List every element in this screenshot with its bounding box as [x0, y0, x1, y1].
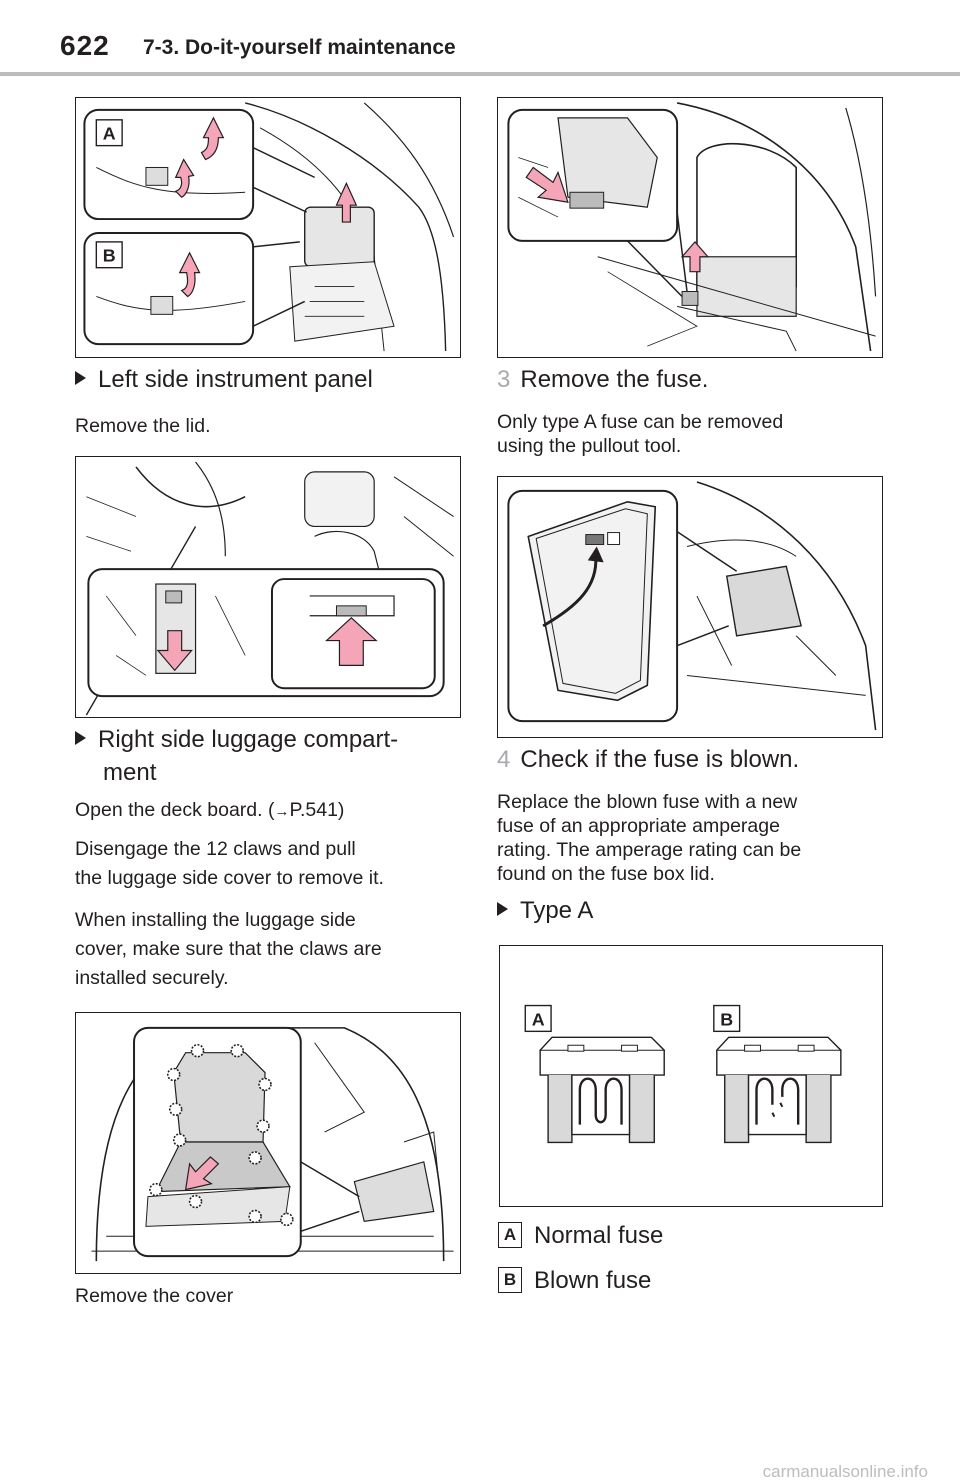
arrow-right-icon: →: [274, 803, 290, 820]
heading-text: Left side instrument panel: [98, 366, 373, 393]
instrument-panel-illustration: [75, 456, 461, 718]
triangle-bullet-icon: [75, 731, 86, 745]
text-line: installed securely.: [75, 967, 229, 989]
step-4-note: Replace the blown fuse with a new fuse o…: [497, 790, 801, 886]
step-text: Remove the fuse.: [520, 366, 709, 393]
step-number: 3: [497, 366, 511, 393]
triangle-bullet-icon: [497, 902, 508, 916]
blown-fuse-icon: [715, 1036, 843, 1144]
triangle-bullet-icon: [75, 371, 86, 385]
text-line: fuse of an appropriate amperage: [497, 815, 780, 837]
legend-key-b: B: [498, 1267, 522, 1293]
heading-text: Type A: [520, 897, 594, 924]
pullout-tool-illustration: [497, 476, 883, 738]
disengage-claws-text: Disengage the 12 claws and pull the lugg…: [75, 835, 384, 893]
text-line: found on the fuse box lid.: [497, 863, 715, 885]
caption-remove-cover: Remove the cover: [75, 1285, 234, 1307]
legend-key-a: A: [498, 1222, 522, 1248]
luggage-cover-illustration: [75, 1012, 461, 1274]
step-3-note: Only type A fuse can be removed using th…: [497, 410, 783, 458]
text-line: Replace the blown fuse with a new: [497, 791, 798, 813]
callout-label-a: A: [103, 124, 116, 144]
legend-blown-fuse: B Blown fuse: [498, 1267, 651, 1295]
remove-lid-text: Remove the lid.: [75, 415, 211, 437]
luggage-fuse-box-illustration: [497, 97, 883, 358]
normal-fuse-icon: [539, 1036, 666, 1144]
heading-right-luggage-cont: ment: [103, 759, 157, 786]
heading-text: Right side luggage compart-: [98, 726, 399, 753]
text-line: the luggage side cover to remove it.: [75, 867, 384, 889]
text-line: When installing the luggage side: [75, 909, 356, 931]
open-deck-prefix: Open the deck board. (: [75, 799, 275, 821]
text-line: cover, make sure that the claws are: [75, 938, 382, 960]
step-text: Check if the fuse is blown.: [520, 746, 800, 773]
section-title: 7-3. Do-it-yourself maintenance: [143, 36, 456, 59]
text-line: rating. The amperage rating can be: [497, 839, 802, 861]
text-line: Only type A fuse can be removed: [497, 411, 784, 433]
heading-left-instrument-panel: Left side instrument panel: [75, 364, 373, 396]
page-reference-link[interactable]: P.541): [289, 799, 345, 821]
callout-label-b: B: [103, 246, 116, 266]
fuse-box-location-illustration: A B: [75, 97, 461, 358]
text-line: using the pullout tool.: [497, 435, 682, 457]
heading-type-a: Type A: [497, 895, 593, 927]
step-4: 4 Check if the fuse is blown.: [497, 744, 799, 776]
open-deck-board-text: Open the deck board. (→P.541): [75, 798, 344, 824]
type-a-fuse-illustration: A B: [499, 945, 883, 1207]
page-number: 622: [60, 30, 110, 61]
fuse-label-a: A: [532, 1009, 545, 1029]
heading-right-luggage: Right side luggage compart-: [75, 724, 398, 756]
watermark: carmanualsonline.info: [762, 1462, 928, 1481]
step-3: 3 Remove the fuse.: [497, 364, 708, 396]
legend-normal-fuse: A Normal fuse: [498, 1222, 663, 1250]
step-number: 4: [497, 746, 511, 773]
legend-text: Normal fuse: [534, 1222, 664, 1249]
legend-text: Blown fuse: [534, 1267, 652, 1294]
text-line: Disengage the 12 claws and pull: [75, 838, 356, 860]
header-rule: [0, 72, 960, 76]
fuse-label-b: B: [720, 1009, 733, 1029]
installing-note-text: When installing the luggage side cover, …: [75, 906, 382, 993]
